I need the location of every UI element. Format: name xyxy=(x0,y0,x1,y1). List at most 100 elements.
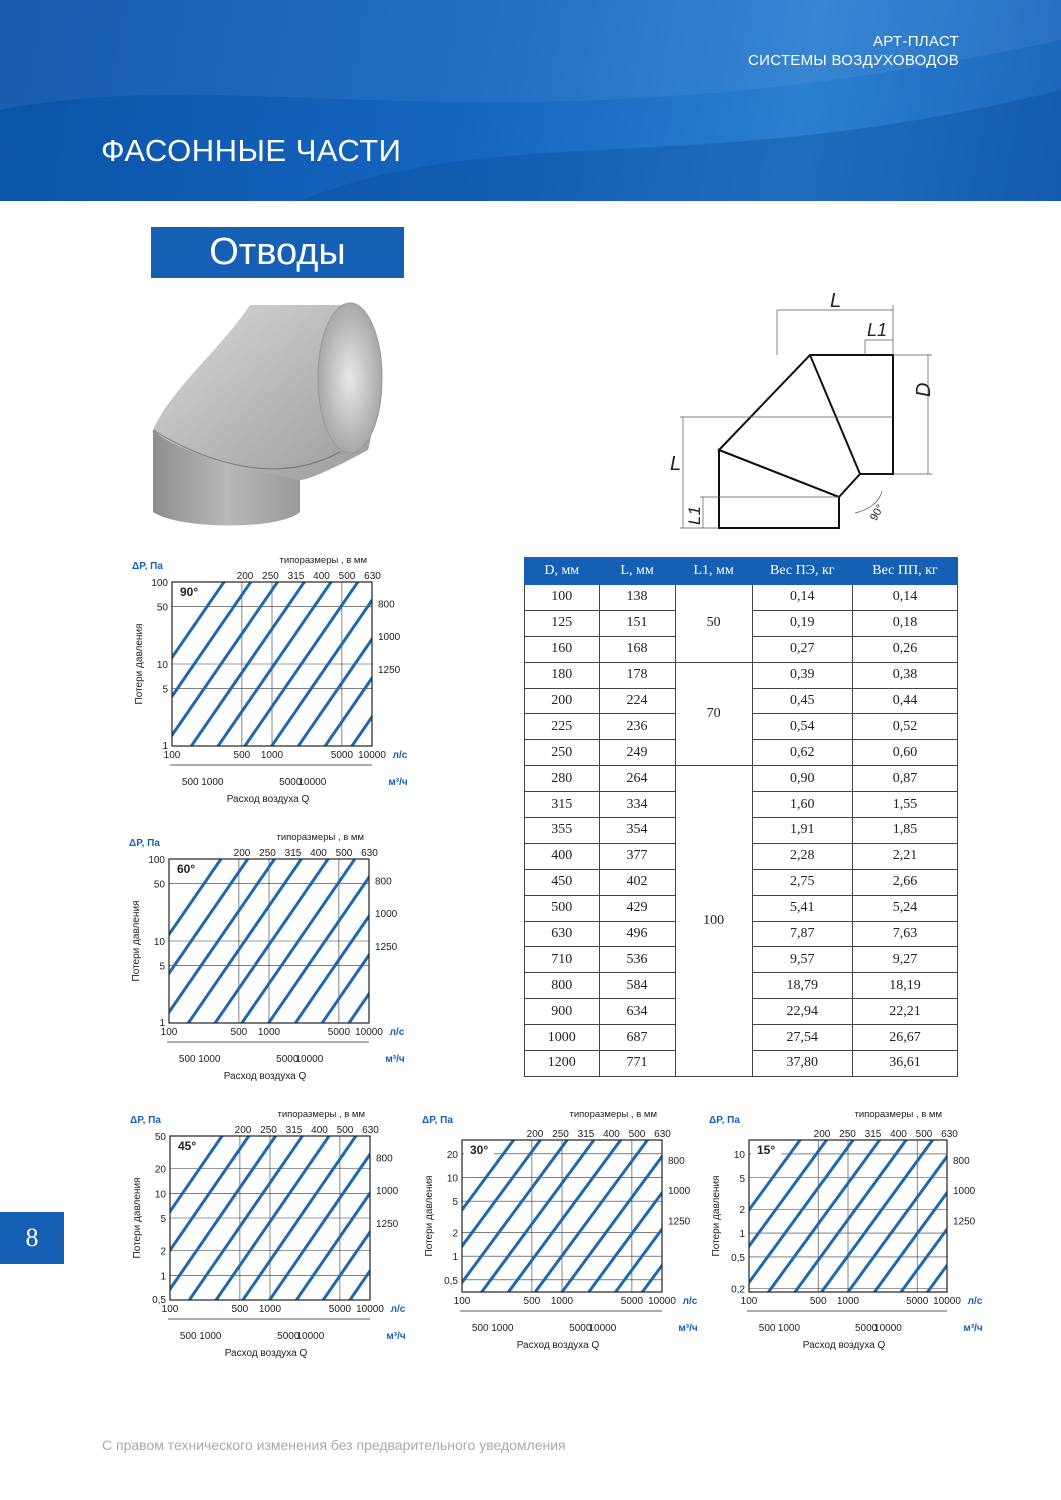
table-cell: 180 xyxy=(524,661,600,689)
x-tick-m3h: 10000 xyxy=(588,1323,616,1334)
table-cell: 450 xyxy=(524,868,600,896)
x-tick-ls: 10000 xyxy=(356,1304,384,1315)
table-cell: 26,67 xyxy=(851,1024,959,1052)
table-cell: 0,90 xyxy=(751,765,853,793)
table-cell: 22,21 xyxy=(851,998,959,1026)
size-series-line xyxy=(462,1140,543,1249)
table-header-cell: Вес ПЭ, кг xyxy=(751,557,853,585)
size-tick-right: 1000 xyxy=(953,1186,976,1197)
x-unit-ls: л/с xyxy=(390,1027,405,1038)
table-cell-l1-group: 100 xyxy=(674,765,753,1077)
angle-label-bg xyxy=(751,1142,781,1158)
size-tick-top: 500 xyxy=(339,571,356,582)
x-tick-m3h: 10000 xyxy=(296,1331,324,1342)
x-tick-m3h: 500 xyxy=(472,1323,489,1334)
size-tick-right: 1250 xyxy=(376,1219,399,1230)
size-series-line xyxy=(213,859,330,1023)
table-cell: 0,39 xyxy=(751,661,853,689)
y-tick-label: 0,5 xyxy=(152,1295,166,1306)
size-tick-top: 200 xyxy=(235,1125,252,1136)
plot-frame xyxy=(461,1139,663,1293)
table-cell: 125 xyxy=(524,609,600,637)
table-cell: 200 xyxy=(524,687,600,715)
size-tick-top: 400 xyxy=(311,1125,328,1136)
size-tick-top: 400 xyxy=(603,1129,620,1140)
size-series-line xyxy=(749,1140,855,1285)
table-cell: 0,60 xyxy=(851,739,959,767)
sizes-label: типоразмеры , в мм xyxy=(280,555,368,566)
table-cell: 0,14 xyxy=(751,584,853,611)
table-cell: 2,28 xyxy=(751,842,853,870)
size-series-line xyxy=(560,1154,662,1292)
x-tick-m3h: 10000 xyxy=(295,1054,323,1065)
size-series-line xyxy=(189,582,307,746)
table-cell: 18,19 xyxy=(851,972,959,1000)
x-unit-ls: л/с xyxy=(391,1304,406,1315)
size-series-line xyxy=(293,913,369,1023)
x-unit-m3h: м³/ч xyxy=(678,1323,698,1334)
table-cell: 429 xyxy=(598,894,676,922)
y-tick-label: 20 xyxy=(155,1165,167,1176)
table-cell: 0,38 xyxy=(851,661,959,689)
x-tick-m3h: 1000 xyxy=(201,777,224,788)
x-tick-m3h: 10000 xyxy=(874,1323,902,1334)
angle-label-bg xyxy=(172,1138,202,1154)
size-tick-top: 200 xyxy=(237,571,254,582)
table-cell: 2,66 xyxy=(851,868,959,896)
page-number: 8 xyxy=(0,1212,64,1264)
table-cell: 536 xyxy=(598,946,676,974)
table-cell: 100 xyxy=(524,584,600,611)
y-axis-label: Потери давления xyxy=(134,624,145,705)
size-series-line xyxy=(169,859,250,976)
table-cell: 225 xyxy=(524,713,600,741)
size-tick-top: 315 xyxy=(578,1129,595,1140)
table-cell: 264 xyxy=(598,765,676,793)
y-tick-label: 50 xyxy=(157,603,169,614)
size-tick-top: 315 xyxy=(288,571,305,582)
y-axis-label: Потери давления xyxy=(424,1176,435,1257)
size-tick-top: 250 xyxy=(260,1125,277,1136)
x-tick-m3h: 1000 xyxy=(491,1323,514,1334)
x-axis-label: Расход воздуха Q xyxy=(517,1340,600,1351)
x-tick-m3h: 1000 xyxy=(198,1054,221,1065)
table-cell: 236 xyxy=(598,713,676,741)
size-series-line xyxy=(975,1132,1061,1300)
size-tick-right: 1000 xyxy=(375,909,398,920)
x-unit-m3h: м³/ч xyxy=(963,1323,983,1334)
dim-L-left: L xyxy=(670,453,681,475)
sizes-label: типоразмеры , в мм xyxy=(277,832,365,843)
x-unit-ls: л/с xyxy=(393,750,408,761)
x-tick-ls: 5000 xyxy=(329,1304,352,1315)
table-cell: 250 xyxy=(524,739,600,767)
table-cell: 496 xyxy=(598,920,676,948)
size-series-line xyxy=(586,1190,662,1292)
x-tick-ls: 10000 xyxy=(355,1027,383,1038)
sizes-label: типоразмеры , в мм xyxy=(855,1109,943,1120)
table-cell: 0,14 xyxy=(851,584,959,611)
size-series-line xyxy=(323,675,372,746)
x-tick-ls: 5000 xyxy=(621,1296,644,1307)
size-series-line xyxy=(266,874,369,1023)
size-series-line xyxy=(320,952,369,1023)
size-series-line xyxy=(899,1226,947,1292)
table-cell: 18,79 xyxy=(751,972,853,1000)
size-series-line xyxy=(170,1136,251,1253)
size-series-line xyxy=(397,851,521,1031)
x-tick-ls: 1000 xyxy=(837,1296,860,1307)
y-tick-label: 2 xyxy=(739,1205,745,1216)
table-cell: 354 xyxy=(598,817,676,844)
size-series-line xyxy=(533,1140,650,1292)
table-cell: 800 xyxy=(524,972,600,1000)
x-tick-ls: 100 xyxy=(741,1296,758,1307)
x-tick-m3h: 5000 xyxy=(276,1054,299,1065)
angle-label-bg xyxy=(171,861,201,877)
x-tick-ls: 500 xyxy=(232,1304,249,1315)
brand-name: АРТ-ПЛАСТ xyxy=(873,33,959,50)
angle-label: 45° xyxy=(178,1139,196,1153)
size-series-line xyxy=(321,1229,370,1300)
